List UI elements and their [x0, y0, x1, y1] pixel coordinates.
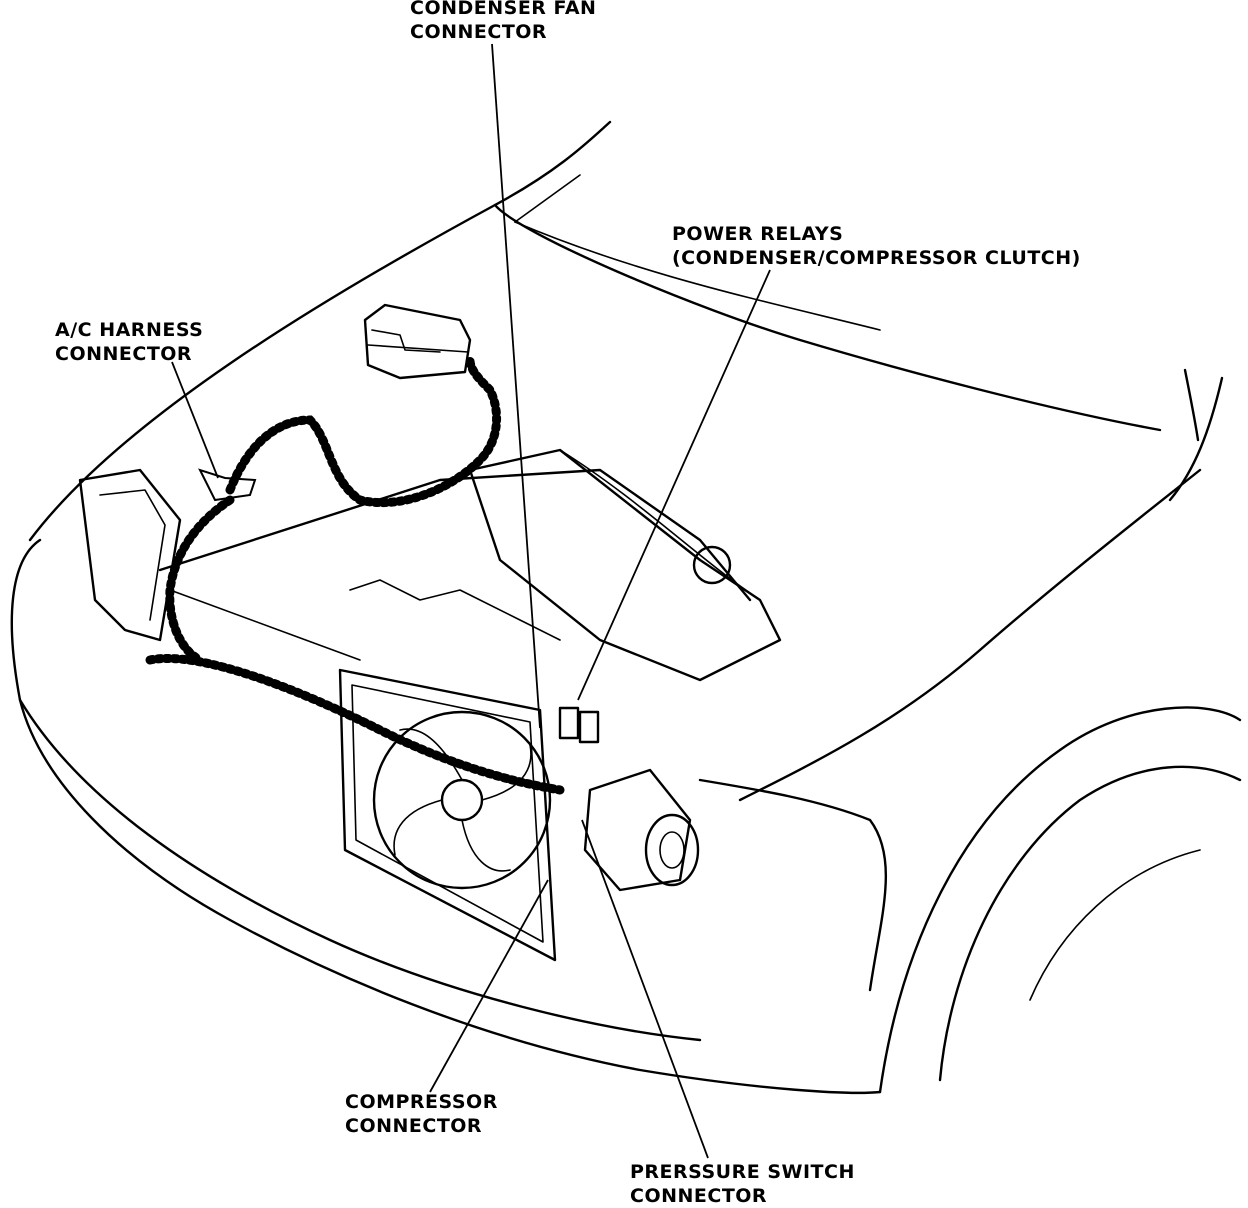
leader-condenser-fan — [491, 43, 541, 729]
engine-block — [468, 448, 782, 682]
fender-top — [738, 468, 1202, 802]
compressor-clutch — [644, 813, 700, 887]
label-line: CONNECTOR — [630, 1185, 768, 1207]
cowl-line — [1168, 376, 1224, 502]
label-line: CONDENSER FAN — [410, 0, 597, 19]
hood-inner-line — [514, 174, 581, 223]
label-line: (CONDENSER/COMPRESSOR CLUTCH) — [672, 247, 1081, 269]
relay-2 — [578, 710, 600, 744]
leader-pressure-switch — [581, 819, 709, 1159]
leader-power-relays — [577, 269, 771, 701]
label-line: CONNECTOR — [55, 343, 193, 365]
hood-crease — [514, 221, 881, 331]
headlight-inner — [99, 489, 166, 621]
label-ac-harness-connector: A/C HARNESS CONNECTOR — [55, 318, 203, 366]
label-pressure-switch-connector: PRERSSURE SWITCH CONNECTOR — [630, 1160, 855, 1208]
headlight — [78, 468, 182, 642]
wheel-arch-outer — [878, 706, 1242, 1094]
label-line: COMPRESSOR — [345, 1091, 498, 1113]
radiator-support-lower — [169, 589, 361, 661]
wire-harness-upper — [225, 355, 502, 508]
label-line: A/C HARNESS — [55, 319, 204, 341]
bumper-lower — [18, 698, 702, 1042]
label-condenser-fan-connector: CONDENSER FAN CONNECTOR — [410, 0, 596, 44]
tire-line — [1029, 849, 1201, 1001]
oil-cap — [692, 545, 732, 585]
fender-front — [698, 778, 887, 992]
leader-compressor — [429, 879, 549, 1093]
label-power-relays: POWER RELAYS (CONDENSER/COMPRESSOR CLUTC… — [672, 222, 1081, 270]
radiator-support — [158, 468, 752, 602]
condenser-frame — [338, 668, 557, 962]
wire-harness-side — [165, 495, 235, 665]
label-line: PRERSSURE SWITCH — [630, 1161, 855, 1183]
compressor-body — [583, 768, 692, 892]
hood-outline — [28, 120, 612, 542]
battery — [363, 303, 472, 380]
windshield-line — [1183, 368, 1200, 442]
hood-rear-edge — [493, 203, 1162, 432]
leader-ac-harness — [171, 361, 219, 479]
label-compressor-connector: COMPRESSOR CONNECTOR — [345, 1090, 498, 1138]
label-line: POWER RELAYS — [672, 223, 844, 245]
front-bumper — [10, 538, 882, 1094]
ac-harness-connector-part — [198, 468, 257, 502]
wheel-arch-inner — [938, 765, 1242, 1082]
label-line: CONNECTOR — [410, 21, 548, 43]
engine-detail — [349, 579, 561, 641]
label-line: CONNECTOR — [345, 1115, 483, 1137]
wire-harness-front — [145, 653, 565, 795]
relay-1 — [558, 706, 580, 740]
condenser-fan-shroud — [372, 710, 552, 890]
